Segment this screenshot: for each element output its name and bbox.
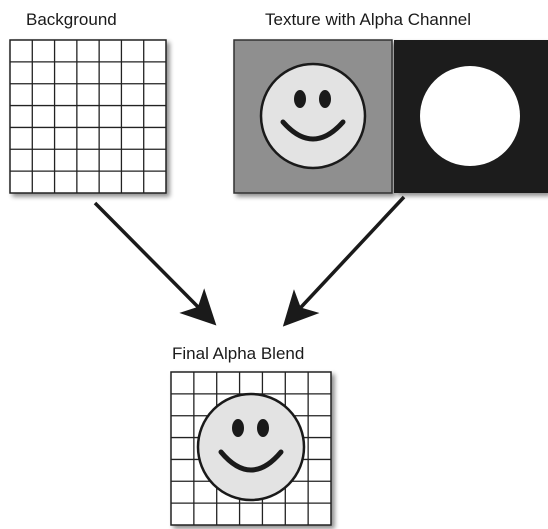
arrow-from-background xyxy=(93,201,217,326)
alpha-mask-circle xyxy=(420,66,520,166)
arrow-from-texture xyxy=(282,195,406,327)
blended-smiley-icon xyxy=(196,392,306,502)
texture-label: Texture with Alpha Channel xyxy=(265,10,471,29)
background-label: Background xyxy=(26,10,117,29)
smiley-face-icon xyxy=(259,62,367,170)
final-blend-label: Final Alpha Blend xyxy=(172,344,304,363)
background-grid xyxy=(9,39,167,194)
